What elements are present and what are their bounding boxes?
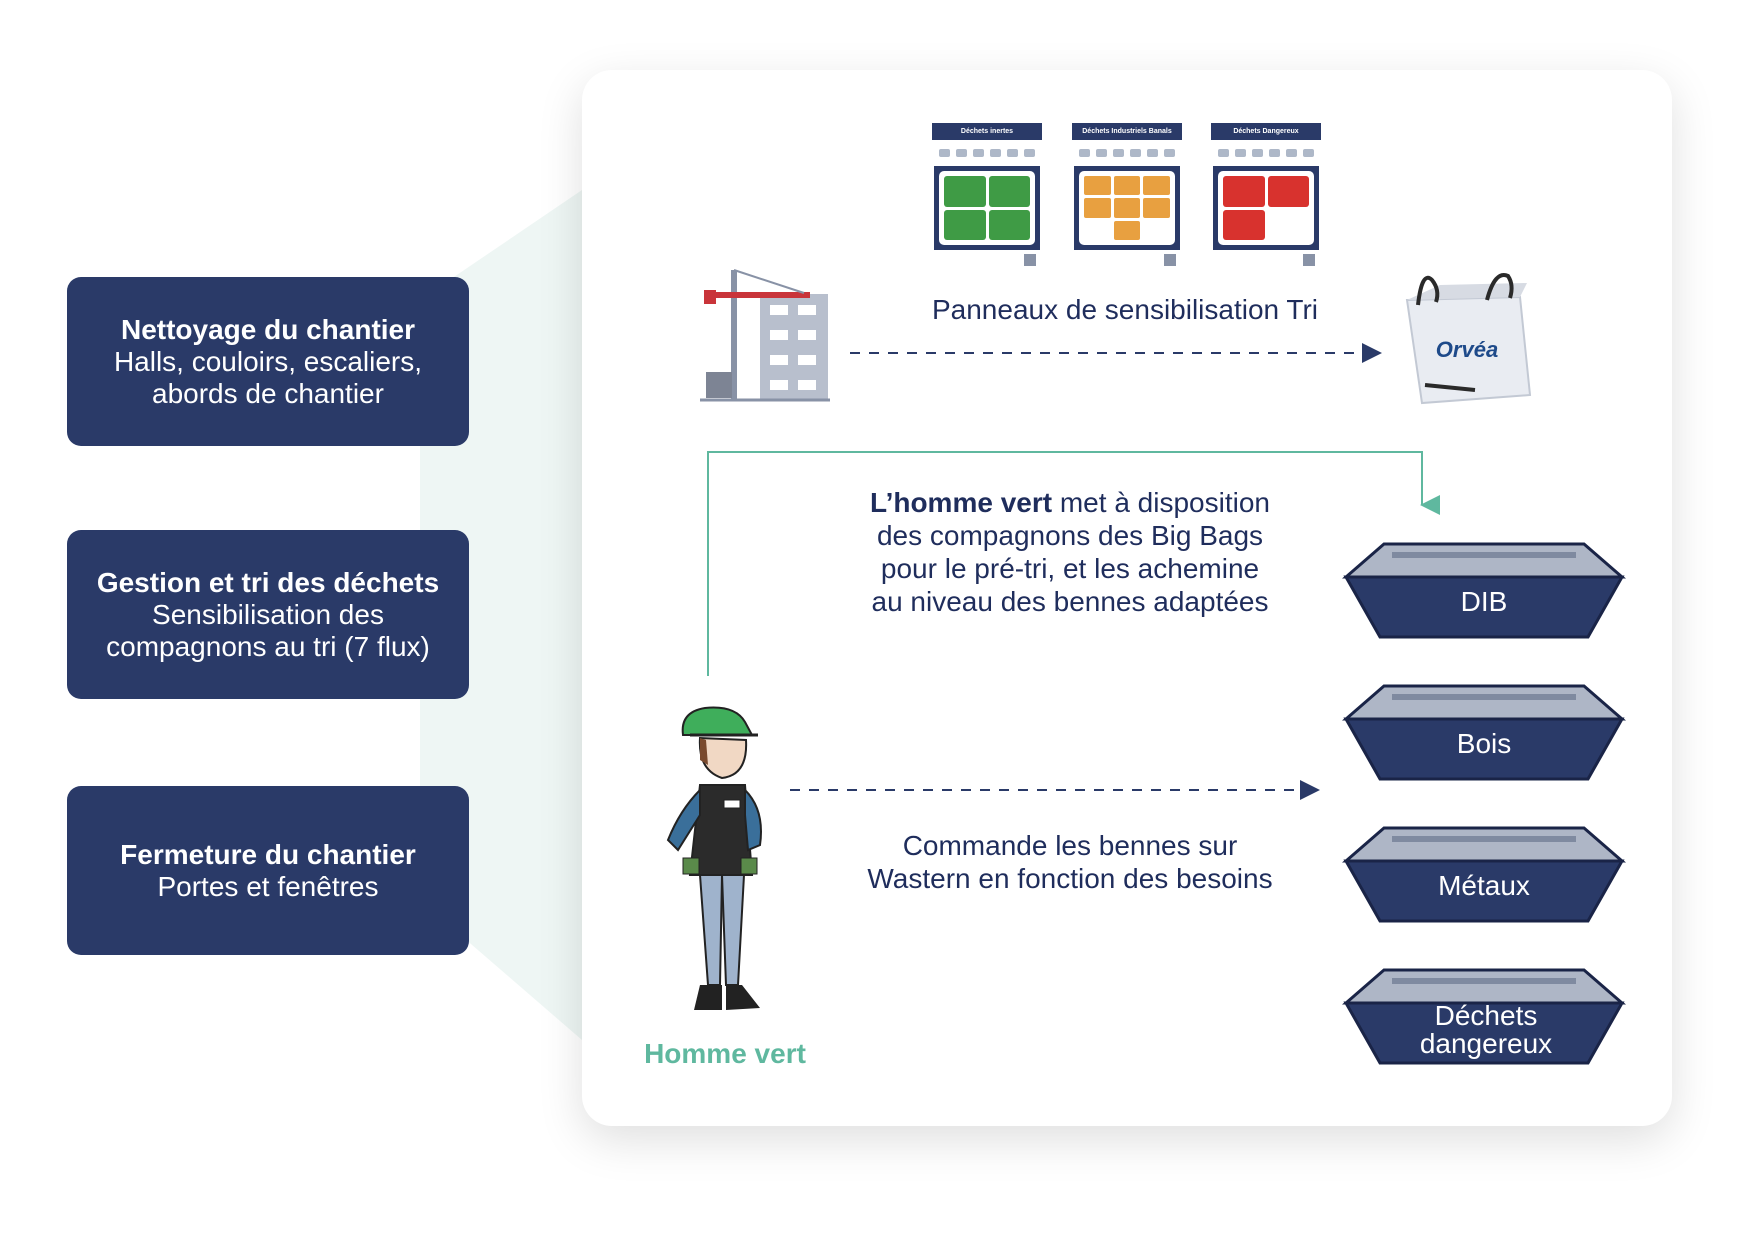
info-box-title: Gestion et tri des déchets [96, 566, 440, 598]
bin-label-dechets-dangereux: Déchets dangereux [1419, 1000, 1553, 1059]
info-box-fermeture: Fermeture du chantier Portes et fenêtres [67, 786, 469, 955]
worker-illustration [666, 706, 762, 1010]
panels-caption: Panneaux de sensibilisation Tri [931, 294, 1318, 325]
commande-line1: Commande les bennes sur [902, 830, 1238, 861]
teal-connector [707, 451, 1440, 676]
poster-dechets-inertes: Déchets inertes [932, 123, 1042, 285]
bin-metaux [1341, 826, 1627, 923]
info-box-title: Fermeture du chantier [120, 838, 416, 870]
worker-label: Homme vert [644, 1038, 806, 1069]
homme-vert-line4: au niveau des bennes adaptées [871, 586, 1269, 617]
poster-title: Déchets inertes [932, 123, 1042, 140]
bin-label-dib: DIB [1460, 586, 1508, 617]
commande-description: Commande les bennes sur Wastern en fonct… [840, 829, 1300, 895]
poster-dechets-industriels-banals: Déchets Industriels Banals [1072, 123, 1182, 285]
homme-vert-description: L’homme vert met à disposition des compa… [840, 486, 1300, 618]
commande-line2: Wastern en fonction des besoins [867, 863, 1273, 894]
bag-brand-text: Orvéa [1436, 337, 1498, 362]
big-bag-icon: Orvéa [1405, 273, 1532, 405]
homme-vert-line2: des compagnons des Big Bags [876, 520, 1264, 551]
info-box-nettoyage: Nettoyage du chantier Halls, couloirs, e… [67, 277, 469, 446]
bin-dechets-dangereux [1341, 968, 1627, 1065]
poster-dechets-dangereux: Déchets Dangereux [1211, 123, 1321, 285]
info-box-subtitle: Sensibilisation des compagnons au tri (7… [106, 598, 430, 662]
bin-label-bois: Bois [1456, 728, 1512, 759]
homme-vert-line3: pour le pré-tri, et les achemine [880, 553, 1260, 584]
info-box-subtitle: Halls, couloirs, escaliers, abords de ch… [113, 345, 423, 409]
info-box-title: Nettoyage du chantier [120, 313, 416, 345]
homme-vert-bold: L’homme vert [870, 487, 1053, 518]
bin-label-metaux: Métaux [1438, 870, 1530, 901]
poster-title: Déchets Industriels Banals [1072, 123, 1182, 140]
bin-dib [1341, 542, 1627, 639]
bin-bois [1341, 684, 1627, 781]
info-box-gestion-tri: Gestion et tri des déchets Sensibilisati… [67, 530, 469, 699]
poster-title: Déchets Dangereux [1211, 123, 1321, 140]
homme-vert-line1: met à disposition [1052, 487, 1270, 518]
construction-site-icon [700, 269, 830, 402]
info-box-subtitle: Portes et fenêtres [157, 870, 379, 902]
